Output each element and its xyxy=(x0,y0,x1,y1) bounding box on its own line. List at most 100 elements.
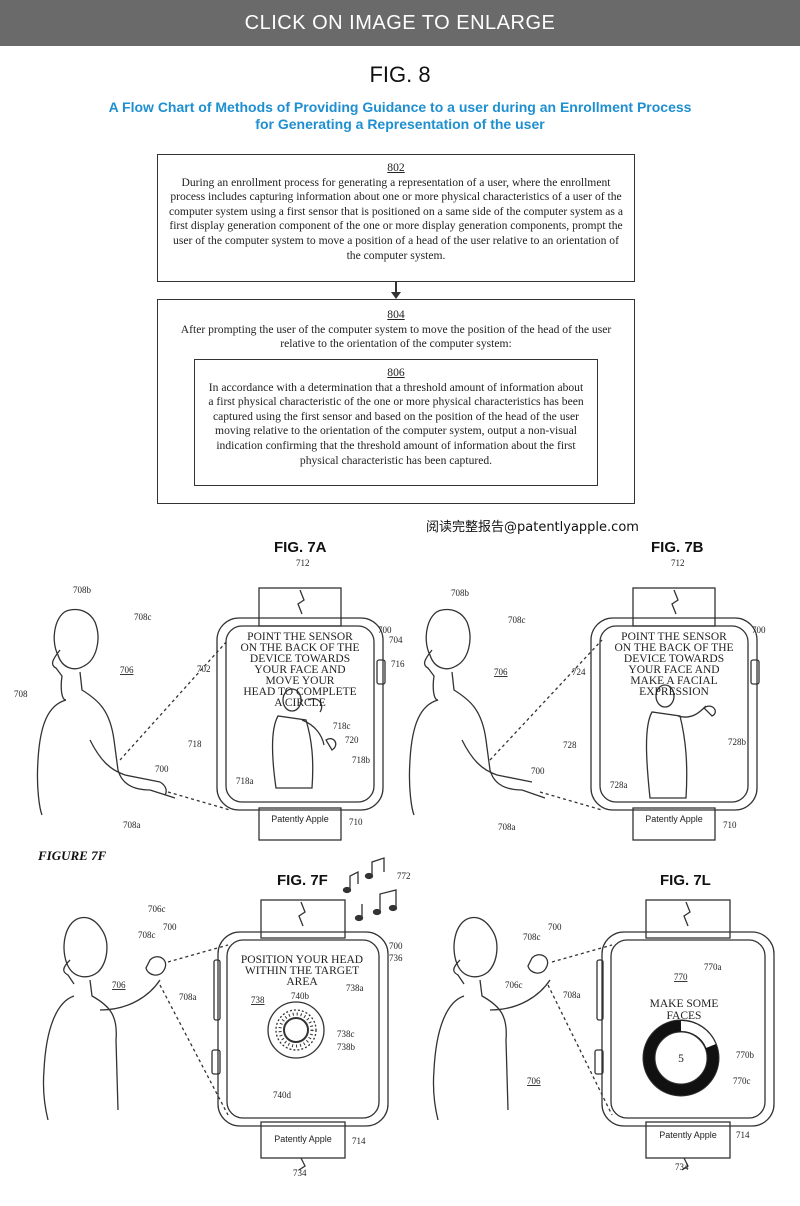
ref-label: 706 xyxy=(120,665,134,675)
watermark-text: 阅读完整报告@patentlyapple.com xyxy=(426,520,639,535)
fig-7b-user-drawing xyxy=(408,608,546,816)
ref-label: 710 xyxy=(723,820,737,830)
enlarge-banner-text: CLICK ON IMAGE TO ENLARGE xyxy=(244,11,556,34)
flow-step-806: 806 In accordance with a determination t… xyxy=(194,359,598,486)
fig-7f-watch xyxy=(211,899,389,1171)
fig-7b-screen-figure xyxy=(645,684,716,799)
ref-label: 700 xyxy=(531,766,545,776)
step-ref: 804 xyxy=(387,308,405,321)
fig-7f-band-text: Patently Apple xyxy=(274,1134,332,1144)
fig-7b-sight-line-2 xyxy=(489,639,603,761)
ref-label: 712 xyxy=(296,558,310,568)
fig-7b-screen-line: POINT THE SENSOR xyxy=(621,631,727,643)
ref-label: 700 xyxy=(752,625,766,635)
ref-label: 772 xyxy=(397,871,411,881)
ref-label: 728a xyxy=(610,780,628,790)
fig-7a-screen-line: ON THE BACK OF THE xyxy=(240,642,359,654)
ref-label: 770a xyxy=(704,962,722,972)
ref-label: 734 xyxy=(675,1162,689,1172)
fig-7l-sight-line xyxy=(551,944,613,963)
ref-label: 716 xyxy=(391,659,405,669)
ref-label: 712 xyxy=(671,558,685,568)
fig-7l-progress-ring xyxy=(642,1019,720,1097)
fig-7l-band-text: Patently Apple xyxy=(659,1130,717,1140)
ref-label: 718c xyxy=(333,721,351,731)
ref-label: 770b xyxy=(736,1050,755,1060)
fig-7l-screen-line: FACES xyxy=(667,1010,702,1022)
step-text: In accordance with a determination that … xyxy=(208,380,584,467)
fig-7a-screen-line: DEVICE TOWARDS xyxy=(250,653,350,665)
fig-7b-screen-line: EXPRESSION xyxy=(639,686,709,698)
fig-7a-sight-line xyxy=(167,791,231,811)
ref-label: 700 xyxy=(548,922,562,932)
ref-label: 708b xyxy=(451,588,470,598)
ref-label: 714 xyxy=(736,1130,750,1140)
ref-label: 718b xyxy=(352,755,371,765)
ref-label: 706c xyxy=(148,904,166,914)
fig-7a-label: FIG. 7A xyxy=(274,539,327,556)
ref-label: 706 xyxy=(112,980,126,990)
fig-7a-watch xyxy=(216,587,386,841)
fig-7a-screen-line: A CIRCLE xyxy=(274,697,325,709)
ref-label: 708c xyxy=(134,612,152,622)
ref-label: 728 xyxy=(563,740,577,750)
flow-step-802: 802 During an enrollment process for gen… xyxy=(157,154,635,282)
ref-label: 708a xyxy=(563,990,581,1000)
fig-7l-user-drawing xyxy=(432,916,551,1121)
ref-label: 700 xyxy=(155,764,169,774)
fig-7b-screen-line: MAKE A FACIAL xyxy=(630,675,717,687)
ref-label: 720 xyxy=(345,735,359,745)
ref-label: 734 xyxy=(293,1168,307,1178)
fig-7a-user-drawing xyxy=(36,608,176,816)
step-ref: 806 xyxy=(387,366,405,379)
ref-label: 700 xyxy=(163,922,177,932)
ref-label: 740d xyxy=(273,1090,292,1100)
ref-label: 700 xyxy=(378,625,392,635)
fig-7f-target-ring xyxy=(267,1001,325,1059)
subtitle-line-1: A Flow Chart of Methods of Providing Gui… xyxy=(108,99,692,115)
fig-7f-music-notes-icon xyxy=(342,857,398,922)
fig-7a-screen-figure xyxy=(271,688,337,789)
fig-7f-user-drawing xyxy=(42,916,167,1121)
figure-title: FIG. 8 xyxy=(369,62,431,87)
fig-7f-label: FIG. 7F xyxy=(277,872,328,889)
fig-7l-sight-line-2 xyxy=(547,984,613,1116)
ref-label: 770 xyxy=(674,972,688,982)
ref-label: 740b xyxy=(291,991,310,1001)
ref-label: 736 xyxy=(389,953,403,963)
step-text: After prompting the user of the computer… xyxy=(180,322,612,351)
ref-label: 724 xyxy=(572,667,586,677)
ref-label: 708a xyxy=(498,822,516,832)
ref-label: 708a xyxy=(179,992,197,1002)
ref-label: 718 xyxy=(188,739,202,749)
fig-7l-counter: 5 xyxy=(678,1053,684,1065)
ref-label: 708a xyxy=(123,820,141,830)
ref-label: 706 xyxy=(527,1076,541,1086)
fig-7a-band-text: Patently Apple xyxy=(271,814,329,824)
ref-label: 738b xyxy=(337,1042,356,1052)
fig-7l-screen-line: MAKE SOME xyxy=(650,998,719,1010)
ref-label: 704 xyxy=(389,635,403,645)
fig-7b-screen-line: YOUR FACE AND xyxy=(628,664,719,676)
enlarge-banner[interactable]: CLICK ON IMAGE TO ENLARGE xyxy=(0,0,800,46)
ref-label: 708 xyxy=(14,689,28,699)
ref-label: 706c xyxy=(505,980,523,990)
ref-label: 710 xyxy=(349,817,363,827)
fig-7f-screen-line: AREA xyxy=(286,976,318,988)
fig-7l-label: FIG. 7L xyxy=(660,872,711,889)
ref-label: 708c xyxy=(508,615,526,625)
fig-7a-screen-line: MOVE YOUR xyxy=(266,675,335,687)
fig-7a-screen-line: YOUR FACE AND xyxy=(254,664,345,676)
fig-7f-sight-line xyxy=(167,944,229,963)
fig-7l-watch xyxy=(594,899,775,1171)
ref-label: 770c xyxy=(733,1076,751,1086)
fig-7b-screen-line: DEVICE TOWARDS xyxy=(624,653,724,665)
fig-7b-sight-line xyxy=(539,791,603,811)
step-ref: 802 xyxy=(387,161,405,174)
ref-label: 738c xyxy=(337,1029,355,1039)
ref-label: 708b xyxy=(73,585,92,595)
subtitle-line-2: for Generating a Representation of the u… xyxy=(255,116,545,132)
ref-label: 700 xyxy=(389,941,403,951)
fig-7a-sight-line-2 xyxy=(119,639,229,761)
